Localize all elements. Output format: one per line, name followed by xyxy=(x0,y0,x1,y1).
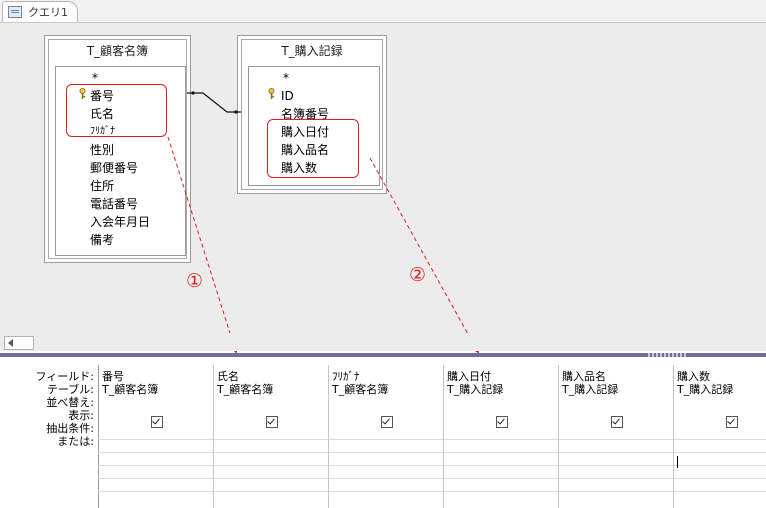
grid-cell-field[interactable]: ﾌﾘｶﾞﾅ xyxy=(332,370,360,383)
show-checkbox[interactable] xyxy=(151,416,163,428)
grid-cell-table[interactable]: T_購入記録 xyxy=(562,383,619,396)
field-list-item[interactable]: 備考 xyxy=(90,233,115,247)
field-list-item[interactable]: 住所 xyxy=(90,179,115,193)
grid-line xyxy=(98,491,766,492)
grid-column[interactable]: 番号 T_顧客名簿 xyxy=(99,365,214,508)
row-label-criteria: 抽出条件: xyxy=(46,422,94,435)
tab-label: クエリ1 xyxy=(28,6,68,19)
field-list-item[interactable]: ﾌﾘｶﾞﾅ xyxy=(90,126,115,137)
grid-column[interactable]: 購入日付 T_購入記録 xyxy=(444,365,559,508)
field-list-item[interactable]: 電話番号 xyxy=(90,197,139,211)
highlight-customer-fields xyxy=(66,84,167,137)
row-label-sort: 並べ替え: xyxy=(46,396,94,409)
tab-query1[interactable]: クエリ1 xyxy=(2,1,78,22)
text-cursor xyxy=(677,456,678,468)
row-label-show: 表示: xyxy=(68,409,94,422)
row-label-table: テーブル: xyxy=(46,383,94,396)
grid-cell-field[interactable]: 氏名 xyxy=(217,370,239,383)
document-tab-bar xyxy=(0,0,766,23)
grid-row-labels: フィールド: テーブル: 並べ替え: 表示: 抽出条件: または: xyxy=(0,365,98,508)
grid-line xyxy=(98,452,766,453)
marker-2: ② xyxy=(409,264,427,286)
splitter-grip-icon[interactable] xyxy=(648,353,686,357)
highlight-purchase-fields xyxy=(267,119,359,178)
grid-cell-table[interactable]: T_購入記録 xyxy=(677,383,734,396)
query-design-grid[interactable] xyxy=(0,357,766,508)
table-customers-field-list[interactable]: * 番号 氏名 ﾌﾘｶﾞﾅ 性別 郵便番号 住所 電話番号 入会年月日 備考 xyxy=(55,66,186,256)
field-list-item[interactable]: * xyxy=(92,71,98,85)
grid-cell-field[interactable]: 購入品名 xyxy=(562,370,606,383)
field-list-item[interactable]: 番号 xyxy=(90,89,115,103)
grid-cell-table[interactable]: T_顧客名簿 xyxy=(217,383,274,396)
horizontal-scrollbar[interactable] xyxy=(0,333,766,351)
primary-key-icon xyxy=(268,88,275,99)
primary-key-icon xyxy=(79,88,86,99)
marker-1: ① xyxy=(186,270,204,292)
pane-splitter[interactable] xyxy=(0,353,766,357)
field-list-item[interactable]: 名簿番号 xyxy=(281,107,330,121)
relationship-join-line[interactable] xyxy=(187,91,241,114)
grid-column[interactable]: 購入数 T_購入記録 xyxy=(674,365,765,508)
arrow-2 xyxy=(369,157,479,354)
grid-cell-field[interactable]: 購入日付 xyxy=(447,370,491,383)
scroll-left-button[interactable] xyxy=(4,336,34,350)
show-checkbox[interactable] xyxy=(726,416,738,428)
row-label-field: フィールド: xyxy=(35,370,95,383)
show-checkbox[interactable] xyxy=(611,416,623,428)
grid-cell-field[interactable]: 購入数 xyxy=(677,370,710,383)
field-list-item[interactable]: 氏名 xyxy=(90,107,115,121)
query-icon xyxy=(8,6,22,18)
grid-cell-table[interactable]: T_顧客名簿 xyxy=(102,383,159,396)
grid-cell-field[interactable]: 番号 xyxy=(102,370,124,383)
field-list-item[interactable]: * xyxy=(283,71,289,85)
field-list-item[interactable]: 性別 xyxy=(90,143,115,157)
field-list-item[interactable]: 購入品名 xyxy=(281,143,330,157)
grid-column[interactable]: 購入品名 T_購入記録 xyxy=(559,365,674,508)
arrow-left-icon xyxy=(8,339,13,347)
grid-cell-table[interactable]: T_購入記録 xyxy=(447,383,504,396)
show-checkbox[interactable] xyxy=(496,416,508,428)
grid-line xyxy=(98,439,766,440)
field-list-item[interactable]: 入会年月日 xyxy=(90,215,151,229)
grid-column[interactable]: 氏名 T_顧客名簿 xyxy=(214,365,329,508)
field-list-item[interactable]: 購入日付 xyxy=(281,125,330,139)
grid-line xyxy=(98,465,766,466)
grid-line xyxy=(98,478,766,479)
grid-label-separator xyxy=(98,365,99,508)
show-checkbox[interactable] xyxy=(266,416,278,428)
row-label-or: または: xyxy=(57,435,94,448)
arrow-1 xyxy=(167,136,239,354)
table-customers[interactable]: T_顧客名簿 * 番号 氏名 ﾌﾘｶﾞﾅ 性別 郵便番号 住所 電話番号 入会年… xyxy=(48,39,187,259)
table-purchases-title[interactable]: T_購入記録 xyxy=(281,44,343,58)
field-list-item[interactable]: 購入数 xyxy=(281,161,318,175)
table-customers-title[interactable]: T_顧客名簿 xyxy=(86,44,149,58)
grid-column[interactable]: ﾌﾘｶﾞﾅ T_顧客名簿 xyxy=(329,365,444,508)
grid-cell-table[interactable]: T_顧客名簿 xyxy=(332,383,389,396)
show-checkbox[interactable] xyxy=(381,416,393,428)
field-list-item[interactable]: ID xyxy=(281,89,294,103)
field-list-item[interactable]: 郵便番号 xyxy=(90,161,139,175)
